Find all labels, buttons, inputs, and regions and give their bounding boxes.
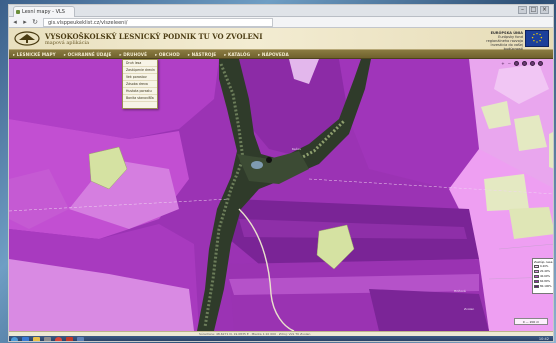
menu-item-druhove[interactable]: ▸ DRUHOVÉ (119, 51, 148, 57)
tab-title: Lesní mapy - VLS (22, 9, 65, 15)
eu-line-2: Európsky fond regionálneho rozvoja (486, 35, 523, 43)
app-title: VYSOKOŠKOLSKÝ LESNICKÝ PODNIK TU VO ZVOL… (45, 32, 263, 41)
menu-item-katalog[interactable]: ▸ KATALÓG (224, 51, 251, 57)
refresh-icon[interactable]: ↻ (32, 18, 38, 26)
map-layer (9, 59, 553, 331)
legend-swatch (534, 270, 539, 273)
eu-line-3: Investícia do vašej budúcnosti (490, 43, 523, 51)
dropdown-item-zasoba-dreva[interactable]: Zásoba dreva (123, 81, 157, 88)
tab-bar: Lesní mapy - VLS – □ × (9, 5, 553, 17)
browser-tab[interactable]: Lesní mapy - VLS (13, 6, 75, 17)
pdf-icon[interactable] (66, 336, 73, 341)
legend-label: 0-20% (540, 265, 549, 268)
legend-label: 60-80% (540, 280, 551, 283)
map-toolbar: + − (501, 61, 543, 66)
print-icon[interactable] (538, 61, 543, 66)
menu-item-ochranne-udaje[interactable]: ▸ OCHRANNÉ ÚDAJE (63, 51, 112, 57)
scale-bar: 0 — 200 m (514, 318, 548, 325)
legend-swatch (534, 275, 539, 278)
map-legend: Zastúp. lesa 0-20% 20-40% 40-60% 60-80% … (532, 258, 553, 294)
legend-row: 20-40% (534, 269, 552, 274)
map-label-place-2: Hriňová (454, 289, 466, 293)
map-canvas[interactable]: Kačov Hriňová Zvolen (9, 59, 553, 331)
close-button[interactable]: × (540, 6, 549, 14)
dropdown-item-hustota-porastu[interactable]: Hustota porastu (123, 88, 157, 95)
menu-item-nastroje[interactable]: ▸ NÁSTROJE (187, 51, 217, 57)
dropdown-item-vek-porastov[interactable]: Vek porastov (123, 74, 157, 81)
zoom-in-icon[interactable]: + (501, 61, 505, 66)
address-bar: ◂ ▸ ↻ gis.vlsppeukeklist.cz/vlszeleeni/ (9, 17, 553, 28)
status-bar: Súradnice: 48.6271 N, 19.0835 E · Mierka… (9, 331, 553, 336)
legend-label: 40-60% (540, 275, 551, 278)
legend-swatch (534, 265, 539, 268)
eu-text: EURÓPSKA ÚNIA Európsky fond regionálneho… (481, 31, 523, 51)
legend-row: 40-60% (534, 274, 552, 279)
menu-item-napoveda[interactable]: ▸ NÁPOVEDA (258, 51, 289, 57)
legend-row: 60-80% (534, 279, 552, 284)
media-icon[interactable] (44, 336, 51, 341)
legend-label: 20-40% (540, 270, 551, 273)
browser-window: Lesní mapy - VLS – □ × ◂ ▸ ↻ gis.vlsppeu… (8, 4, 554, 342)
forward-icon[interactable]: ▸ (23, 18, 27, 26)
taskbar: 10:42 (9, 336, 553, 341)
legend-label: 80-100% (540, 285, 552, 288)
zoom-out-icon[interactable]: − (507, 61, 511, 66)
start-icon[interactable] (11, 336, 18, 341)
ie-icon[interactable] (22, 336, 29, 341)
info-icon[interactable] (530, 61, 535, 66)
druhove-dropdown: Druh lesa Zastúpenie drevín Vek porastov… (122, 59, 158, 109)
dropdown-item-druh-lesa[interactable]: Druh lesa (123, 60, 157, 67)
tree-logo-icon (14, 31, 40, 46)
legend-row: 0-20% (534, 264, 552, 269)
legend-title: Zastúp. lesa (534, 260, 553, 264)
measure-icon[interactable] (522, 61, 527, 66)
legend-swatch (534, 285, 539, 288)
folder-icon[interactable] (33, 336, 40, 341)
menu-item-obchod[interactable]: ▸ OBCHOD (155, 51, 180, 57)
eu-flag-icon (525, 30, 549, 47)
app-header: VYSOKOŠKOLSKÝ LESNICKÝ PODNIK TU VO ZVOL… (9, 28, 553, 51)
window-controls: – □ × (518, 6, 549, 14)
map-label-place-1: Kačov (292, 147, 302, 151)
url-field[interactable]: gis.vlsppeukeklist.cz/vlszeleeni/ (43, 18, 273, 27)
back-icon[interactable]: ◂ (13, 18, 17, 26)
clock[interactable]: 10:42 (538, 337, 549, 341)
menu-item-lesnicke-mapy[interactable]: ▸ LESNICKÉ MAPY (13, 51, 56, 57)
minimize-button[interactable]: – (518, 6, 527, 14)
dropdown-item-bonita[interactable]: Bonita stanovišťa (123, 95, 157, 102)
app-subtitle: mapová aplikácia (45, 40, 90, 46)
maximize-button[interactable]: □ (529, 6, 538, 14)
app-icon[interactable] (77, 336, 84, 341)
chrome-icon[interactable] (55, 336, 62, 341)
dropdown-item-zastupenie-drevin[interactable]: Zastúpenie drevín (123, 67, 157, 74)
legend-row: 80-100% (534, 284, 552, 289)
legend-swatch (534, 280, 539, 283)
main-menu: ▸ LESNICKÉ MAPY ▸ OCHRANNÉ ÚDAJE ▸ DRUHO… (9, 50, 553, 59)
map-label-place-3: Zvolen (464, 307, 475, 311)
favicon-icon (16, 10, 20, 14)
eu-line-1: EURÓPSKA ÚNIA (490, 31, 523, 35)
pan-icon[interactable] (514, 61, 519, 66)
